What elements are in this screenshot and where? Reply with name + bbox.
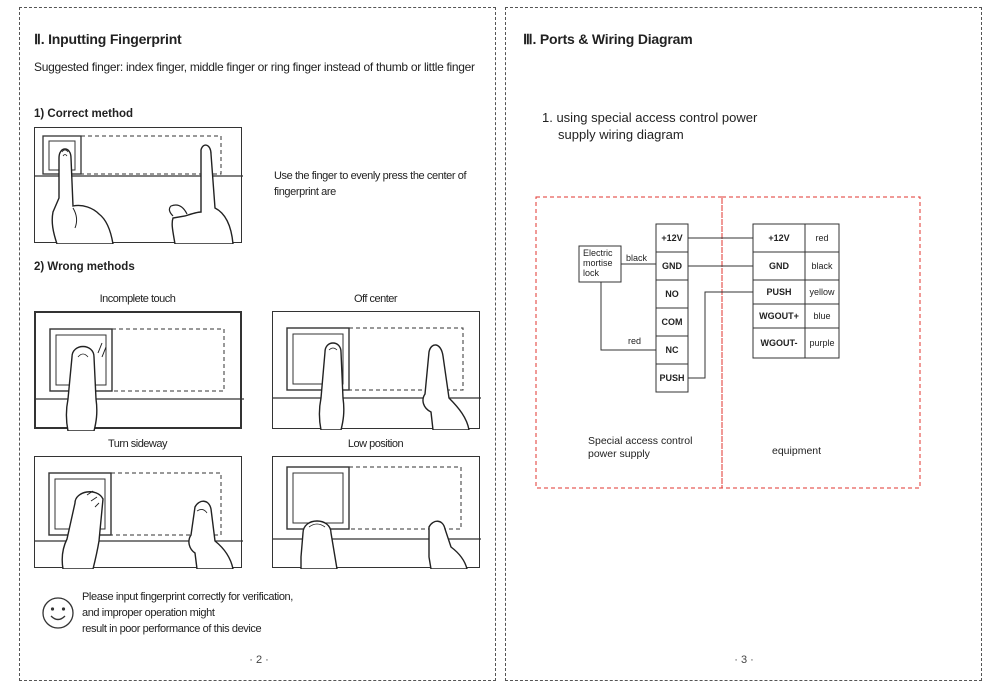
caption-off-center: Off center: [353, 293, 398, 305]
wire-color-black: black: [811, 261, 833, 271]
equipment-terminal-gnd: GND: [769, 261, 789, 271]
subtitle-line: 1. using special access control power: [542, 110, 758, 125]
correct-method-text: Use the finger to evenly press the cente…: [274, 170, 467, 198]
page-number: · 3 ·: [734, 654, 754, 666]
smiley-icon: [42, 597, 74, 629]
equipment-terminal-12v: +12V: [768, 233, 790, 243]
lock-label-line: lock: [583, 268, 600, 278]
turn-sideway-illustration: [34, 456, 243, 569]
supply-terminal-com: COM: [661, 317, 683, 327]
wire-color-blue: blue: [813, 311, 831, 321]
notice-line: Please input fingerprint correctly for v…: [82, 591, 293, 603]
equipment-terminal-push: PUSH: [766, 287, 792, 297]
correct-method-heading: 1) Correct method: [34, 108, 134, 120]
section-title: Ⅱ. Inputting Fingerprint: [34, 31, 182, 47]
wiring-diagram: Electric mortise lock black red +12V GND…: [506, 8, 983, 682]
notice-line: result in poor performance of this devic…: [82, 623, 262, 635]
equipment-terminal-wgout-minus: WGOUT-: [760, 338, 798, 348]
lock-label-line: mortise: [583, 258, 613, 268]
supply-terminal-gnd: GND: [662, 261, 682, 271]
supply-terminal-push: PUSH: [659, 373, 685, 383]
wrong-methods-heading: 2) Wrong methods: [34, 261, 135, 273]
incomplete-touch-illustration: [34, 311, 244, 431]
supply-terminal-12v: +12V: [661, 233, 683, 243]
section-title: Ⅲ. Ports & Wiring Diagram: [523, 31, 693, 47]
wire-color-yellow: yellow: [809, 287, 835, 297]
supply-terminal-no: NO: [665, 289, 679, 299]
lock-label-line: Electric: [583, 248, 613, 258]
wire-label-red: red: [628, 336, 642, 346]
wire-color-red: red: [815, 233, 829, 243]
supply-label-line: power supply: [588, 448, 650, 460]
supply-label-line: Special access control: [588, 435, 693, 447]
notice-line: and improper operation might: [82, 607, 215, 619]
supply-label: Special access control power supply: [588, 435, 692, 461]
finger-suggestion: Suggested finger: index finger, middle f…: [34, 60, 475, 74]
supply-terminal-nc: NC: [665, 345, 679, 355]
wire-color-purple: purple: [809, 338, 835, 348]
equipment-terminal-wgout-plus: WGOUT+: [759, 311, 799, 321]
wire-label-black: black: [626, 253, 648, 263]
caption-low-position: Low position: [347, 438, 404, 450]
wiring-subtitle: 1. using special access control power su…: [542, 109, 757, 143]
right-page: Ⅲ. Ports & Wiring Diagram 1. using speci…: [505, 7, 982, 681]
equipment-label: equipment: [772, 445, 822, 457]
low-position-illustration: [272, 456, 481, 569]
off-center-illustration: [272, 311, 481, 430]
caption-turn-sideway: Turn sideway: [107, 438, 168, 450]
notice-text: Please input fingerprint correctly for v…: [82, 589, 293, 637]
left-page: Ⅱ. Inputting Fingerprint Suggested finge…: [19, 7, 496, 681]
lock-label: Electric mortise lock: [583, 248, 613, 278]
subtitle-line: supply wiring diagram: [558, 127, 684, 142]
correct-method-illustration: [34, 127, 243, 244]
page-number: · 2 ·: [249, 654, 269, 666]
caption-incomplete-touch: Incomplete touch: [99, 293, 176, 305]
